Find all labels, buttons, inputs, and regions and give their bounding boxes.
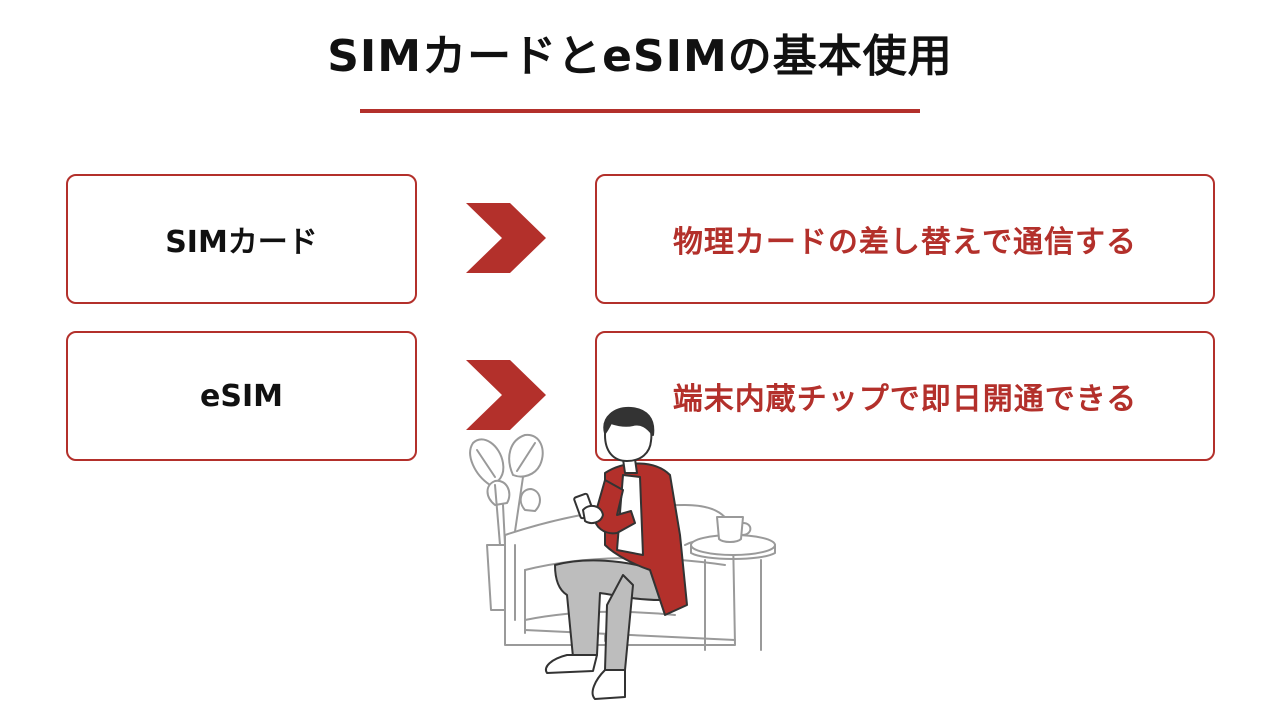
person-icon bbox=[545, 406, 688, 700]
person-on-sofa-illustration bbox=[469, 406, 776, 700]
chevron-right-icon bbox=[466, 360, 546, 430]
sim-card-description-box: 物理カードの差し替えで通信する bbox=[595, 174, 1215, 304]
esim-description-box: 端末内蔵チップで即日開通できる bbox=[595, 331, 1215, 461]
sim-card-description: 物理カードの差し替えで通信する bbox=[672, 225, 1138, 260]
chevron-right-icon bbox=[466, 203, 546, 273]
title-underline bbox=[360, 109, 920, 113]
esim-label: eSIM bbox=[200, 378, 283, 414]
side-table-icon bbox=[690, 516, 776, 651]
sim-card-label: SIMカード bbox=[165, 225, 318, 260]
sim-card-box: SIMカード bbox=[66, 174, 417, 304]
esim-box: eSIM bbox=[66, 331, 417, 461]
page-title: SIMカードとeSIMの基本使用 bbox=[327, 31, 953, 82]
esim-description: 端末内蔵チップで即日開通できる bbox=[672, 382, 1138, 417]
